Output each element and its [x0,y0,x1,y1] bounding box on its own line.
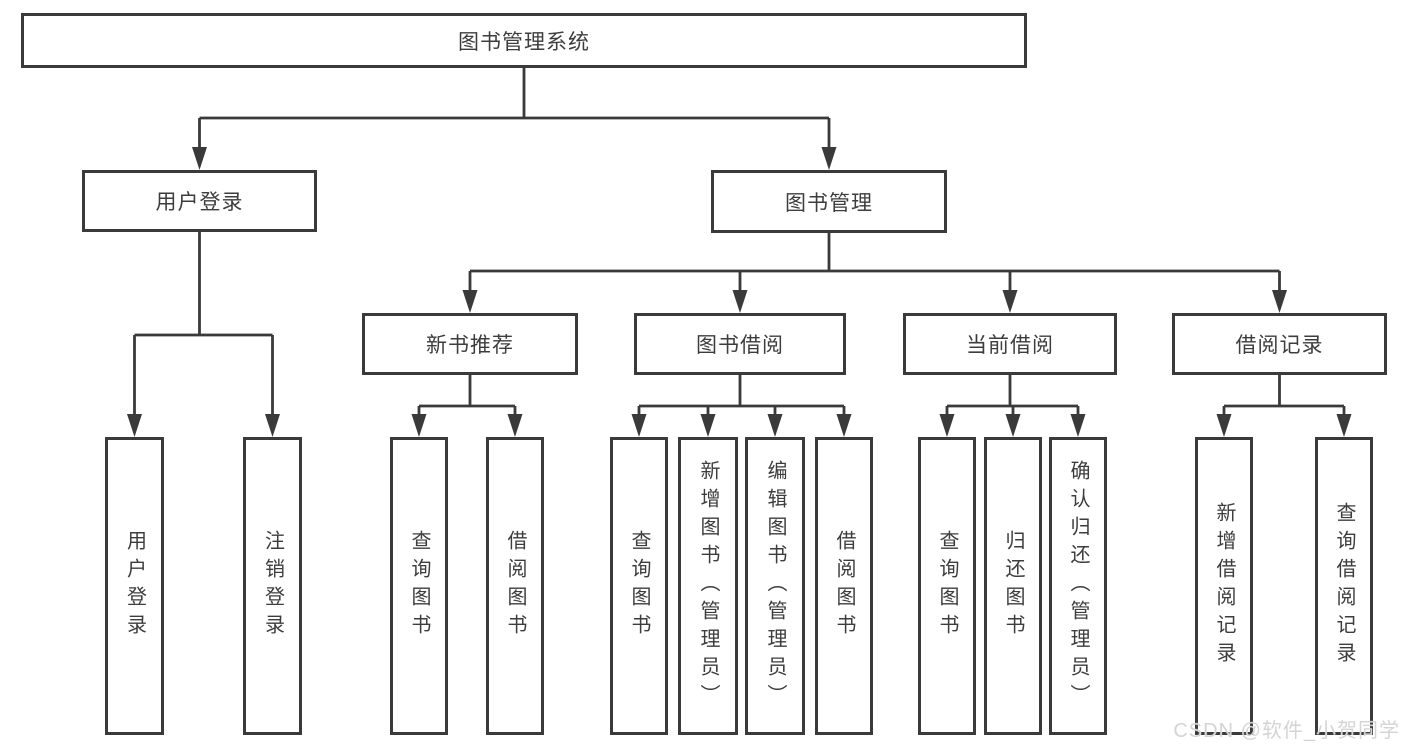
node-label: 查询图书 [936,530,958,642]
node-label: 归还图书 [1002,530,1024,642]
node-label: 编辑图书（管理员） [764,460,786,712]
node-label: 借阅记录 [1235,334,1324,357]
leaf-borrow-books-recommend: 借阅图书 [486,437,544,735]
node-label: 确认归还（管理员） [1067,460,1089,712]
node-label: 新增图书（管理员） [697,460,719,712]
leaf-user-login: 用户登录 [105,437,164,735]
node-label: 新书推荐 [426,334,514,357]
node-label: 图书借阅 [696,334,784,357]
node-label: 注销登录 [261,530,284,642]
leaf-query-books-recommend: 查询图书 [390,437,448,735]
node-new-book-recommend: 新书推荐 [362,313,578,375]
node-label: 新增借阅记录 [1213,502,1235,670]
node-label: 用户登录 [123,530,146,642]
node-book-management: 图书管理 [711,170,947,233]
node-current-borrowing: 当前借阅 [903,313,1117,375]
node-label: 用户登录 [155,191,244,214]
node-root-library-system: 图书管理系统 [21,13,1027,68]
node-label: 图书管理 [785,191,873,215]
leaf-confirm-return-admin: 确认归还（管理员） [1049,437,1107,735]
node-label: 查询借阅记录 [1333,502,1355,670]
leaf-add-books-admin: 新增图书（管理员） [678,437,738,735]
leaf-return-books: 归还图书 [984,437,1042,735]
node-book-borrowing: 图书借阅 [634,313,846,375]
leaf-query-books-borrowing: 查询图书 [610,437,668,735]
leaf-query-borrow-record: 查询借阅记录 [1315,437,1373,735]
leaf-edit-books-admin: 编辑图书（管理员） [745,437,805,735]
csdn-watermark: CSDN @软件_小贺同学 [1173,720,1400,742]
node-label: 当前借阅 [966,334,1054,357]
leaf-borrow-books: 借阅图书 [815,437,873,735]
leaf-logout: 注销登录 [243,437,302,735]
node-user-login: 用户登录 [82,170,317,232]
leaf-query-books-current: 查询图书 [918,437,976,735]
node-label: 图书管理系统 [458,30,590,54]
node-label: 借阅图书 [833,530,855,642]
node-label: 查询图书 [408,530,430,642]
node-label: 借阅图书 [504,530,526,642]
leaf-add-borrow-record: 新增借阅记录 [1195,437,1253,735]
node-borrow-records: 借阅记录 [1172,313,1387,375]
node-label: 查询图书 [628,530,650,642]
